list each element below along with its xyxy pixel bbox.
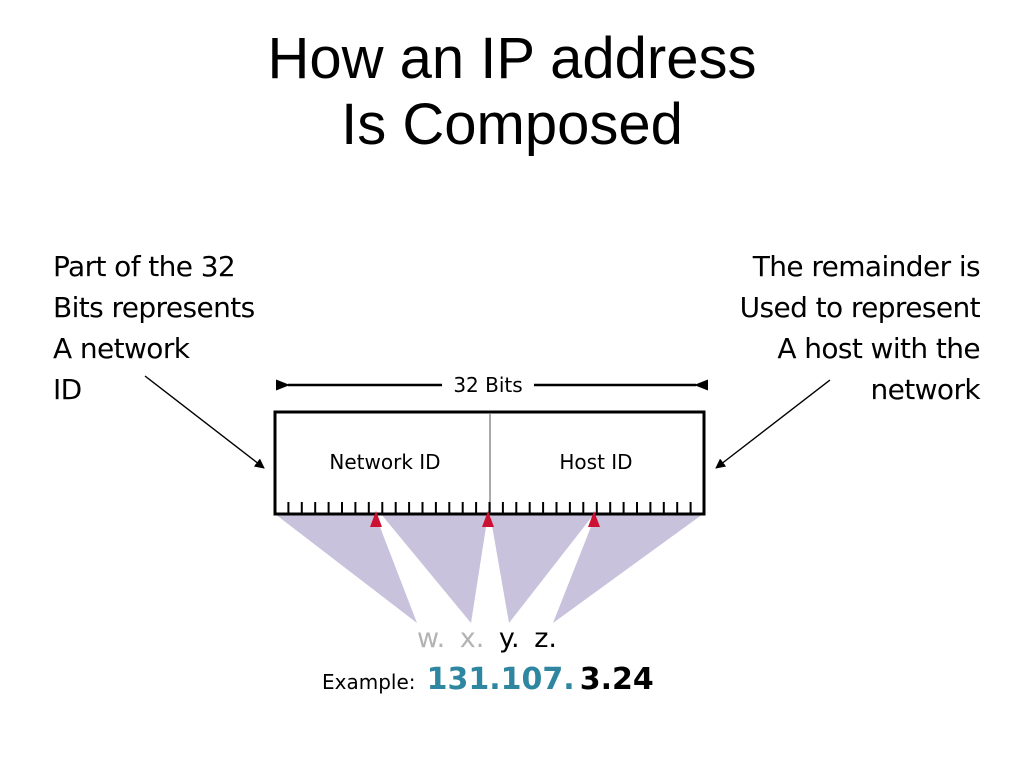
octet-marker xyxy=(588,511,600,527)
bit-ticks xyxy=(287,502,692,514)
octet-letters: w. x. y. z. xyxy=(417,623,557,654)
slide-title: How an IP address Is Composed xyxy=(0,26,1024,158)
fan-octet-z xyxy=(553,514,703,623)
network-note-line: ID xyxy=(53,373,82,406)
octet-letter-w: w. xyxy=(417,623,445,654)
example-label: Example: xyxy=(322,670,416,694)
example-network-part: 131.107. xyxy=(427,662,575,697)
network-note-line: Bits represents xyxy=(53,291,255,324)
host-id-note: The remainder is Used to represent A hos… xyxy=(739,246,981,410)
host-id-label: Host ID xyxy=(559,450,632,474)
bits-label: 32 Bits xyxy=(453,373,522,397)
octet-marker xyxy=(370,511,382,527)
title-line-1: How an IP address xyxy=(267,26,757,91)
fan-octet-x xyxy=(381,514,488,623)
network-callout-arrow xyxy=(144,375,265,469)
network-note-line: Part of the 32 xyxy=(53,250,236,283)
network-id-label: Network ID xyxy=(329,450,440,474)
network-note-line: A network xyxy=(53,332,190,365)
host-note-line: network xyxy=(870,373,980,406)
bits-dimension-arrow xyxy=(276,379,708,391)
octet-letter-x: x. xyxy=(460,623,485,654)
example-line: Example: 131.107. 3.24 xyxy=(322,662,654,697)
octet-letter-z: z. xyxy=(534,623,557,654)
host-note-line: The remainder is xyxy=(752,250,981,283)
host-callout-arrow xyxy=(715,379,831,469)
host-note-line: Used to represent xyxy=(739,291,981,324)
title-line-2: Is Composed xyxy=(341,92,683,157)
example-host-part: 3.24 xyxy=(580,662,654,697)
host-note-line: A host with the xyxy=(777,332,980,365)
fan-octet-w xyxy=(275,514,417,623)
network-id-note: Part of the 32 Bits represents A network… xyxy=(53,246,255,410)
octet-letter-y: y. xyxy=(499,623,520,654)
octet-marker xyxy=(482,511,494,527)
fan-octet-y xyxy=(490,514,594,623)
